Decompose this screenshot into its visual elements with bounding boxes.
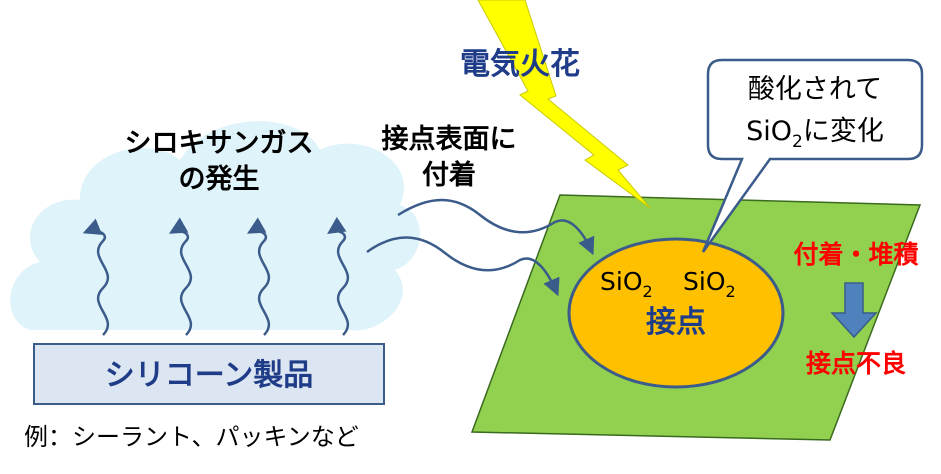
product-label: シリコーン製品 [105, 358, 314, 393]
product-example: 例：シーラント、パッキンなど [24, 423, 359, 451]
silicone-product-box [33, 343, 385, 405]
rising-wave-arrow [246, 217, 271, 336]
gas-to-contact-arrows [366, 198, 595, 297]
rising-wave-arrow [168, 217, 193, 336]
result-down-arrow [830, 282, 878, 339]
contact-ellipse [567, 237, 785, 389]
attach-label-line1: 接点表面に [382, 124, 517, 155]
callout-line1: 酸化されて [748, 74, 882, 105]
rising-wave-arrow [82, 218, 110, 336]
gas-wave-arrow-lower [366, 236, 560, 297]
electric-spark-bolt [477, 0, 651, 209]
rising-wave-arrow [327, 216, 350, 336]
siloxane-gas-cloud [10, 121, 421, 331]
result-top-label: 付着・堆積 [793, 240, 918, 269]
attach-label-line2: 付着 [422, 159, 476, 191]
sio2-label-a: SiO2 [600, 267, 653, 301]
sio2-label-b: SiO2 [683, 267, 736, 301]
callout-line2: SiO2に変化 [746, 116, 884, 152]
contact-label: 接点 [646, 305, 706, 340]
spark-label: 電気火花 [460, 47, 580, 82]
cloud-label-line1: シロキサンガス [125, 128, 314, 159]
cloud-label-line2: の発生 [179, 164, 260, 195]
result-bottom-label: 接点不良 [806, 349, 906, 378]
gas-wave-arrow-upper [397, 198, 595, 256]
rising-gas-arrows [82, 216, 350, 336]
oxidation-callout [701, 58, 924, 253]
